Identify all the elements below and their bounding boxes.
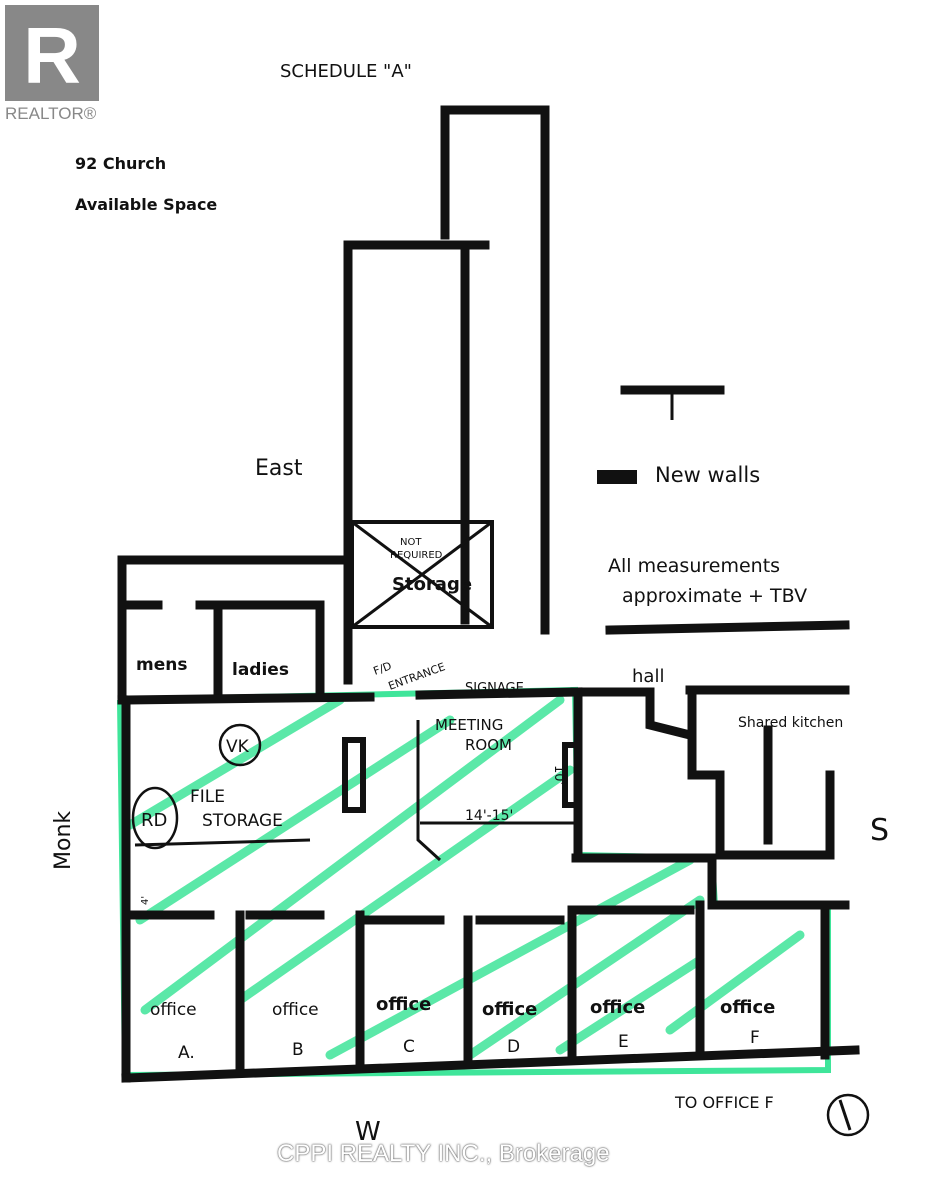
legend-new-walls: New walls (655, 463, 760, 487)
file-storage-1: FILE (190, 787, 225, 807)
vk-initials-circle (218, 723, 262, 767)
walls (117, 105, 860, 1083)
schedule-title: SCHEDULE "A" (280, 61, 412, 82)
signage-label: SIGNAGE (465, 681, 524, 696)
realtor-logo: R (5, 5, 99, 101)
office-f-letter: F (750, 1028, 760, 1048)
entrance-label-1: F/D (372, 659, 394, 678)
office-f-label: office (720, 997, 775, 1018)
corridor-dimension: 4' (140, 896, 151, 905)
office-b-letter: B (292, 1040, 304, 1060)
office-d-label: office (482, 999, 537, 1020)
office-e-label: office (590, 997, 645, 1018)
legend-note-2: approximate + TBV (622, 585, 807, 607)
mens-label: mens (136, 655, 187, 675)
new-walls-swatch (597, 470, 637, 484)
rd-initials: RD (141, 810, 167, 831)
offices: office A. office B office C office D off… (150, 994, 775, 1063)
legend-note-1: All measurements (608, 555, 780, 577)
compass-north: Monk (51, 811, 76, 870)
hall-label: hall (632, 666, 664, 687)
office-d-letter: D (507, 1037, 520, 1057)
vk-initials: VK (226, 737, 250, 757)
compass-east: East (255, 456, 303, 481)
office-e-letter: E (618, 1032, 629, 1052)
svg-text:R: R (23, 11, 81, 100)
kitchen-label: Shared kitchen (738, 715, 843, 731)
to-office-f-label: TO OFFICE F (674, 1093, 774, 1112)
brokerage-watermark: CPPI REALTY INC., Brokerage (277, 1140, 610, 1167)
compass-west: W (355, 1117, 381, 1147)
not-required-2: REQUIRED (390, 550, 443, 561)
meeting-label-1: MEETING (435, 716, 503, 734)
office-a-label: office (150, 1000, 197, 1020)
not-required-1: NOT (400, 537, 422, 548)
meeting-label-2: ROOM (465, 736, 512, 754)
vk-initials-circle-2 (826, 1093, 870, 1137)
office-c-label: office (376, 994, 431, 1015)
ladies-label: ladies (232, 660, 289, 680)
office-c-letter: C (403, 1037, 415, 1057)
subtitle: Available Space (75, 195, 217, 214)
office-b-label: office (272, 1000, 319, 1020)
initials-mark (838, 1099, 852, 1131)
compass-south: S (870, 813, 889, 848)
realtor-logo-text: REALTOR® (5, 104, 97, 123)
realtor-r-icon: R (23, 11, 81, 100)
file-storage-2: STORAGE (202, 811, 283, 831)
entrance-label-2: ENTRANCE (387, 660, 447, 693)
meeting-depth: 10' (551, 765, 566, 785)
storage-label: Storage (392, 574, 472, 595)
rd-initials-circle (131, 786, 179, 850)
office-a-letter: A. (178, 1043, 195, 1063)
address: 92 Church (75, 154, 166, 173)
meeting-width: 14'-15' (465, 808, 513, 824)
